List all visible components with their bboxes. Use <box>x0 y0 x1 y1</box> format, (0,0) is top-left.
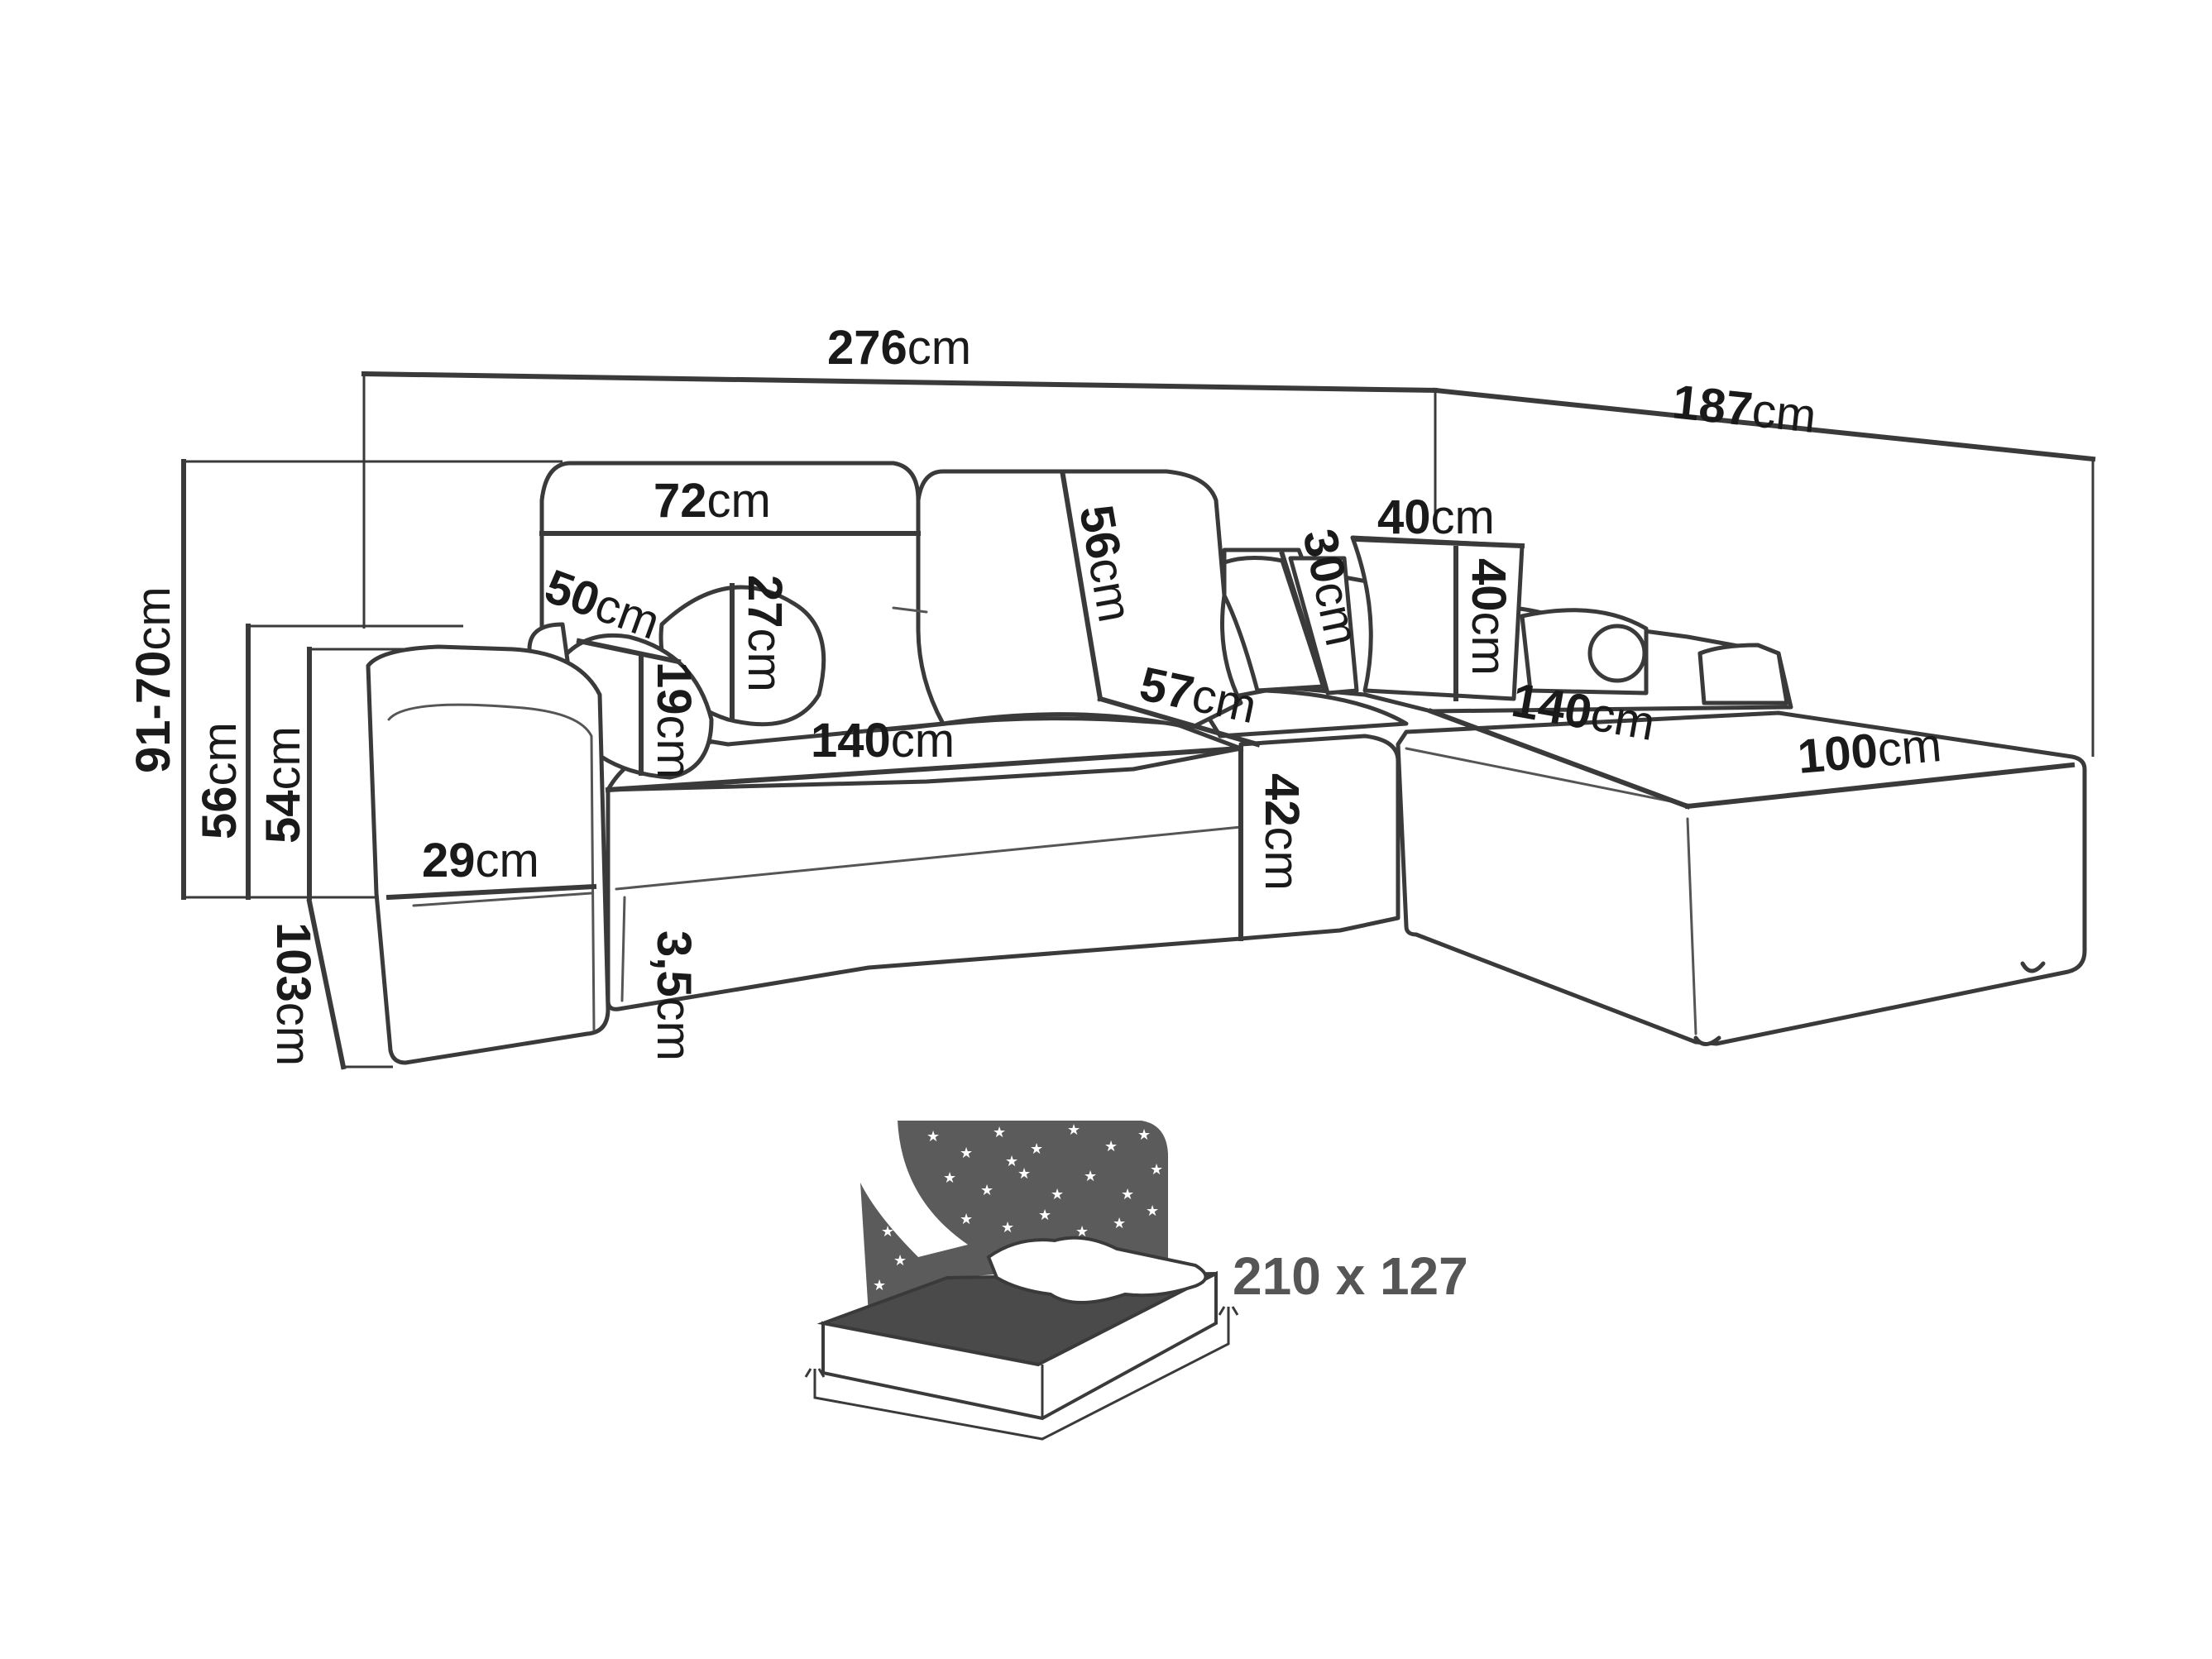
label-cushion-front: 57cm <box>1135 657 1261 734</box>
svg-text:★: ★ <box>993 1124 1006 1141</box>
svg-text:★: ★ <box>881 1223 894 1241</box>
component-dimension-lines <box>385 472 2076 941</box>
label-arm-height: 54cm <box>256 726 310 844</box>
label-leg-height: 3,5cm <box>647 930 701 1061</box>
svg-text:★: ★ <box>943 1169 956 1187</box>
label-total-width: 276cm <box>827 321 971 375</box>
sleeping-area-label: 210 x 127 <box>1233 1246 1468 1306</box>
chaise-block <box>1396 710 2087 1046</box>
svg-text:★: ★ <box>1137 1126 1151 1144</box>
svg-text:★: ★ <box>873 1277 886 1294</box>
dimension-labels: 276cm 187cm 91-70cm 56cm 54cm 103cm 72cm… <box>127 321 1944 1066</box>
svg-text:★: ★ <box>1067 1121 1080 1139</box>
label-cushion-height: 56cm <box>1069 501 1142 626</box>
svg-text:★: ★ <box>1038 1207 1051 1224</box>
label-chaise-width: 100cm <box>1795 718 1943 784</box>
back-cushion-right <box>916 469 1243 730</box>
square-pillow <box>1350 535 1525 701</box>
label-back-height: 56cm <box>193 722 247 839</box>
overall-dimension-lines <box>181 371 2096 1070</box>
left-armrest <box>366 644 610 1065</box>
label-pillow-height: 19cm <box>647 662 701 779</box>
svg-text:★: ★ <box>960 1211 973 1228</box>
svg-text:★: ★ <box>1075 1223 1089 1241</box>
svg-text:★: ★ <box>1001 1219 1014 1236</box>
svg-text:★: ★ <box>1113 1215 1126 1232</box>
label-cushion-width: 72cm <box>654 474 771 528</box>
svg-text:★: ★ <box>1051 1186 1064 1203</box>
svg-text:★: ★ <box>893 1252 907 1269</box>
label-bolster-height: 27cm <box>738 575 792 692</box>
label-total-height: 91-70cm <box>127 586 180 773</box>
label-depth: 103cm <box>266 922 320 1066</box>
label-square-pillow-height: 40cm <box>1462 558 1515 676</box>
label-small-pillow-height: 30cm <box>1292 524 1369 650</box>
svg-text:★: ★ <box>926 1128 940 1145</box>
label-square-pillow-width: 40cm <box>1377 490 1495 544</box>
sleeping-area-icon: ★★★ ★★★ ★★★ ★★★ ★★★ ★★★ ★★★ ★★★ <box>804 1121 1239 1441</box>
svg-text:★: ★ <box>1150 1161 1163 1179</box>
stars: ★★★ ★★★ ★★★ ★★★ ★★★ ★★★ ★★★ ★★★ <box>873 1121 1163 1294</box>
svg-text:★: ★ <box>1017 1165 1031 1183</box>
svg-text:★: ★ <box>1030 1140 1043 1158</box>
label-seat-height: 42cm <box>1255 773 1309 891</box>
svg-text:★: ★ <box>1005 1153 1018 1170</box>
svg-text:★: ★ <box>1121 1186 1134 1203</box>
label-chaise-length: 187cm <box>1670 375 1819 443</box>
svg-text:★: ★ <box>1084 1168 1097 1185</box>
label-chaise-seat: 140cm <box>1508 673 1659 751</box>
corner-seat <box>1238 734 1400 941</box>
svg-text:★: ★ <box>980 1182 993 1199</box>
svg-text:★: ★ <box>960 1145 973 1162</box>
label-seat-width: 140cm <box>811 714 955 767</box>
label-arm-width: 29cm <box>422 834 539 887</box>
svg-text:★: ★ <box>1146 1202 1159 1220</box>
svg-text:★: ★ <box>1104 1138 1118 1155</box>
